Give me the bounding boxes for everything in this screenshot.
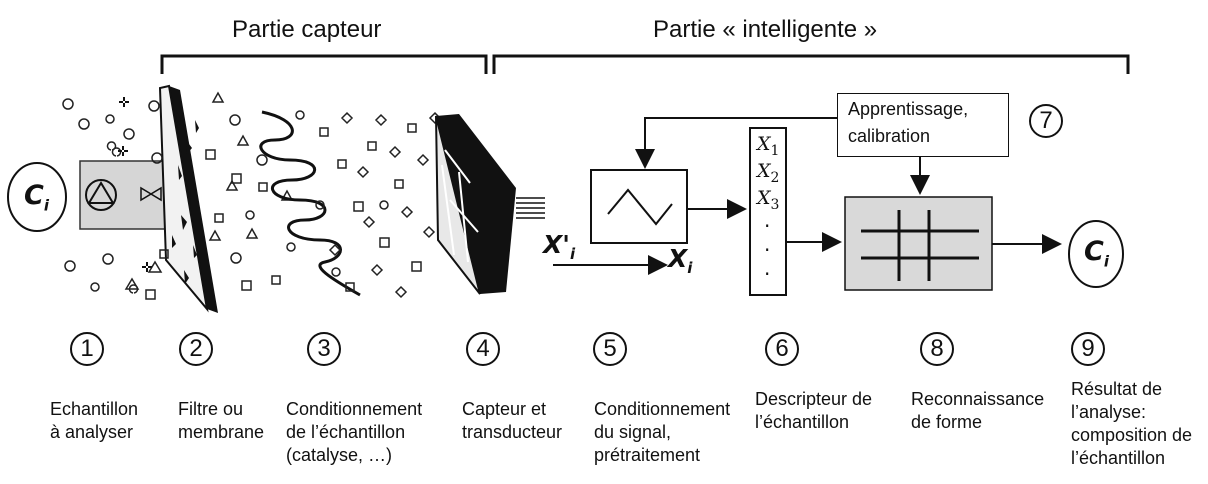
sensor-part-bracket: [160, 54, 488, 74]
descriptor-dot: ·: [764, 238, 771, 262]
smart-part-bracket: [492, 54, 1130, 74]
signal-conditioning-block: [590, 169, 688, 244]
sample-plus-marks: [118, 97, 152, 272]
calibration-feedback-arrow: [635, 117, 837, 169]
smart-part-header: Partie « intelligente »: [653, 16, 878, 43]
step-number-4: 4: [466, 332, 500, 366]
descriptor-x3: X3: [757, 187, 780, 213]
step-number-9: 9: [1071, 332, 1105, 366]
catalysis-coil: [259, 110, 361, 297]
raw-signal-label: X'i: [543, 230, 576, 263]
conditioned-particles: [315, 111, 442, 299]
step-number-3: 3: [307, 332, 341, 366]
calibration-box: Apprentissage, calibration: [837, 93, 1009, 157]
sample-ci-ellipse: [7, 162, 67, 232]
calibration-line-1: Apprentissage,: [848, 99, 969, 119]
processed-signal-label: Xi: [668, 244, 693, 277]
step-number-5: 5: [593, 332, 627, 366]
sensor-part-header: Partie capteur: [232, 16, 382, 43]
result-ci-ellipse: [1068, 220, 1124, 288]
calibration-line-2: calibration: [848, 126, 931, 146]
step-number-7: 7: [1029, 104, 1063, 138]
sample-particles: [62, 91, 305, 300]
pattern-recognition-block: [844, 196, 993, 291]
step-number-2: 2: [179, 332, 213, 366]
sample-ci-label: Ci: [24, 180, 49, 215]
result-ci-label: Ci: [1084, 236, 1109, 271]
filter-membrane: [158, 84, 218, 313]
descriptor-dot: ·: [764, 262, 771, 286]
step-number-6: 6: [765, 332, 799, 366]
descriptor-x1: X1: [757, 133, 780, 159]
descriptor-vector-box: [749, 127, 787, 296]
step-number-1: 1: [70, 332, 104, 366]
sensor-transducer: [435, 114, 545, 295]
descriptor-x2: X2: [757, 160, 780, 186]
step-number-8: 8: [920, 332, 954, 366]
descriptor-dot: ·: [764, 214, 771, 238]
